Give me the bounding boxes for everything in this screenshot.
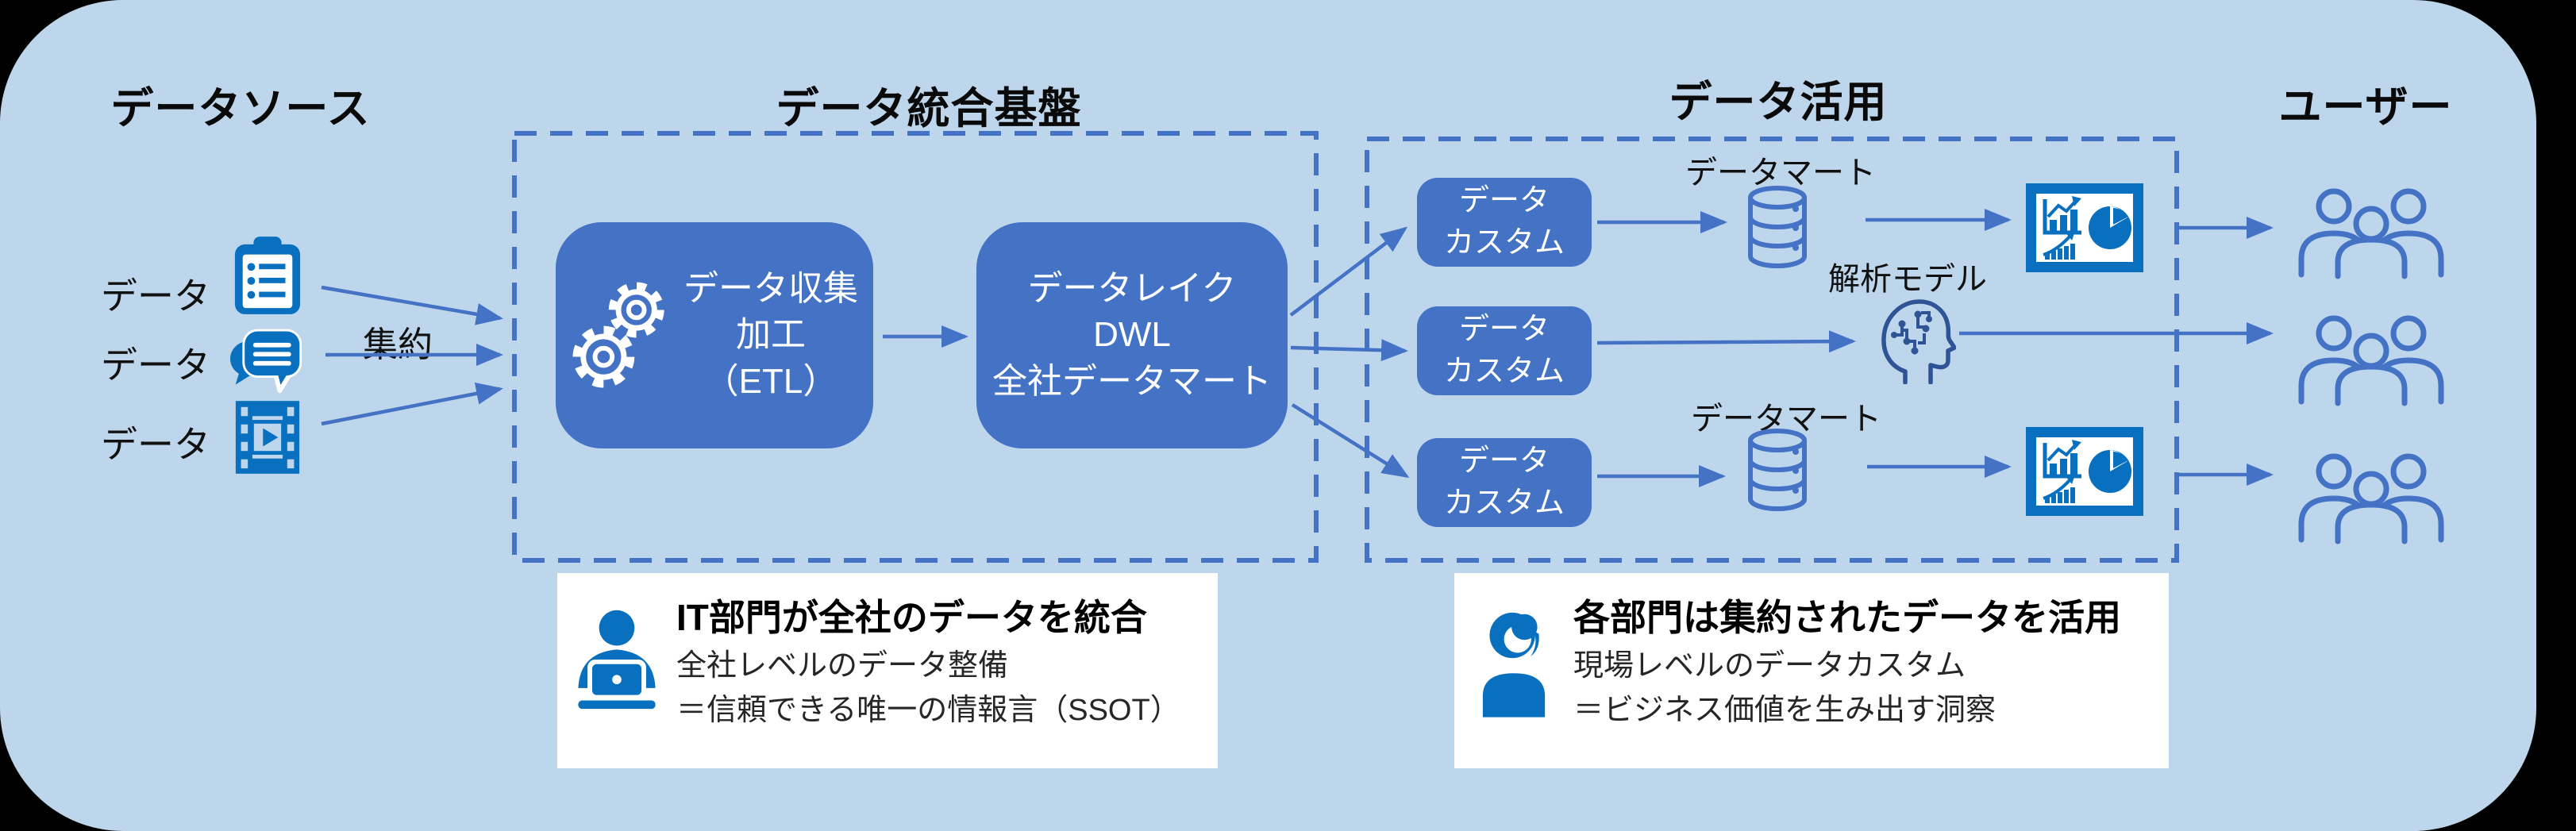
data-custom-box-2: データカスタム bbox=[1417, 306, 1592, 395]
film-strip-icon bbox=[234, 399, 301, 475]
datamart-label-top: データマート bbox=[1685, 156, 1876, 190]
source-label-2: データ bbox=[101, 344, 210, 386]
custom-box-line: カスタム bbox=[1443, 355, 1565, 388]
custom-box-line: データ bbox=[1458, 444, 1550, 478]
business-user-icon bbox=[1454, 603, 1573, 718]
analysis-model-label: 解析モデル bbox=[1828, 262, 1987, 297]
info-line: ＝ビジネス価値を生み出す洞察 bbox=[1573, 693, 1996, 727]
report-chart-icon bbox=[2026, 427, 2143, 516]
custom-box-line: データ bbox=[1458, 312, 1550, 346]
info-line: 現場レベルのデータカスタム bbox=[1573, 648, 1966, 683]
section-title-integration: データ統合基盤 bbox=[776, 85, 1082, 133]
lake-box-line: データレイク bbox=[1027, 269, 1237, 309]
section-title-users: ユーザー bbox=[2278, 83, 2453, 131]
database-icon bbox=[1743, 427, 1812, 513]
data-lake-box: データレイク DWL 全社データマート bbox=[976, 222, 1288, 448]
brain-head-icon bbox=[1873, 292, 1956, 384]
custom-box-line: カスタム bbox=[1443, 226, 1565, 260]
database-icon bbox=[1743, 184, 1812, 270]
lake-box-line: DWL bbox=[1093, 315, 1171, 355]
section-title-data-sources: データソース bbox=[110, 85, 371, 133]
aggregate-label: 集約 bbox=[363, 325, 433, 364]
info-line: 全社レベルのデータ整備 bbox=[676, 648, 1009, 683]
data-custom-box-1: データカスタム bbox=[1417, 178, 1592, 267]
etl-box: データ収集 加工 （ETL） bbox=[556, 222, 873, 448]
etl-box-line: （ETL） bbox=[703, 361, 838, 401]
data-custom-box-3: データカスタム bbox=[1417, 438, 1592, 527]
people-group-icon bbox=[2291, 448, 2451, 544]
info-box-departments: 各部門は集約されたデータを活用 現場レベルのデータカスタム ＝ビジネス価値を生み… bbox=[1454, 573, 2169, 768]
analyst-at-laptop-icon bbox=[557, 603, 676, 714]
gears-icon bbox=[571, 275, 672, 394]
people-group-icon bbox=[2291, 310, 2451, 406]
source-label-1: データ bbox=[101, 275, 210, 317]
people-group-icon bbox=[2291, 183, 2451, 279]
etl-box-line: データ収集 bbox=[683, 269, 858, 309]
lake-box-line: 全社データマート bbox=[992, 361, 1272, 401]
info-title: 各部門は集約されたデータを活用 bbox=[1573, 597, 2121, 638]
report-chart-icon bbox=[2026, 183, 2143, 272]
custom-box-line: カスタム bbox=[1443, 487, 1565, 520]
source-label-3: データ bbox=[101, 424, 210, 465]
custom-box-line: データ bbox=[1458, 183, 1550, 217]
etl-box-line: 加工 bbox=[736, 315, 806, 355]
section-title-utilization: データ活用 bbox=[1669, 79, 1888, 126]
info-line: ＝信頼できる唯一の情報言（SSOT） bbox=[676, 693, 1180, 727]
chat-bubbles-icon bbox=[229, 322, 306, 397]
clipboard-list-icon bbox=[233, 237, 302, 316]
info-title: IT部門が全社のデータを統合 bbox=[676, 597, 1147, 638]
info-box-it-department: IT部門が全社のデータを統合 全社レベルのデータ整備 ＝信頼できる唯一の情報言（… bbox=[557, 573, 1218, 768]
